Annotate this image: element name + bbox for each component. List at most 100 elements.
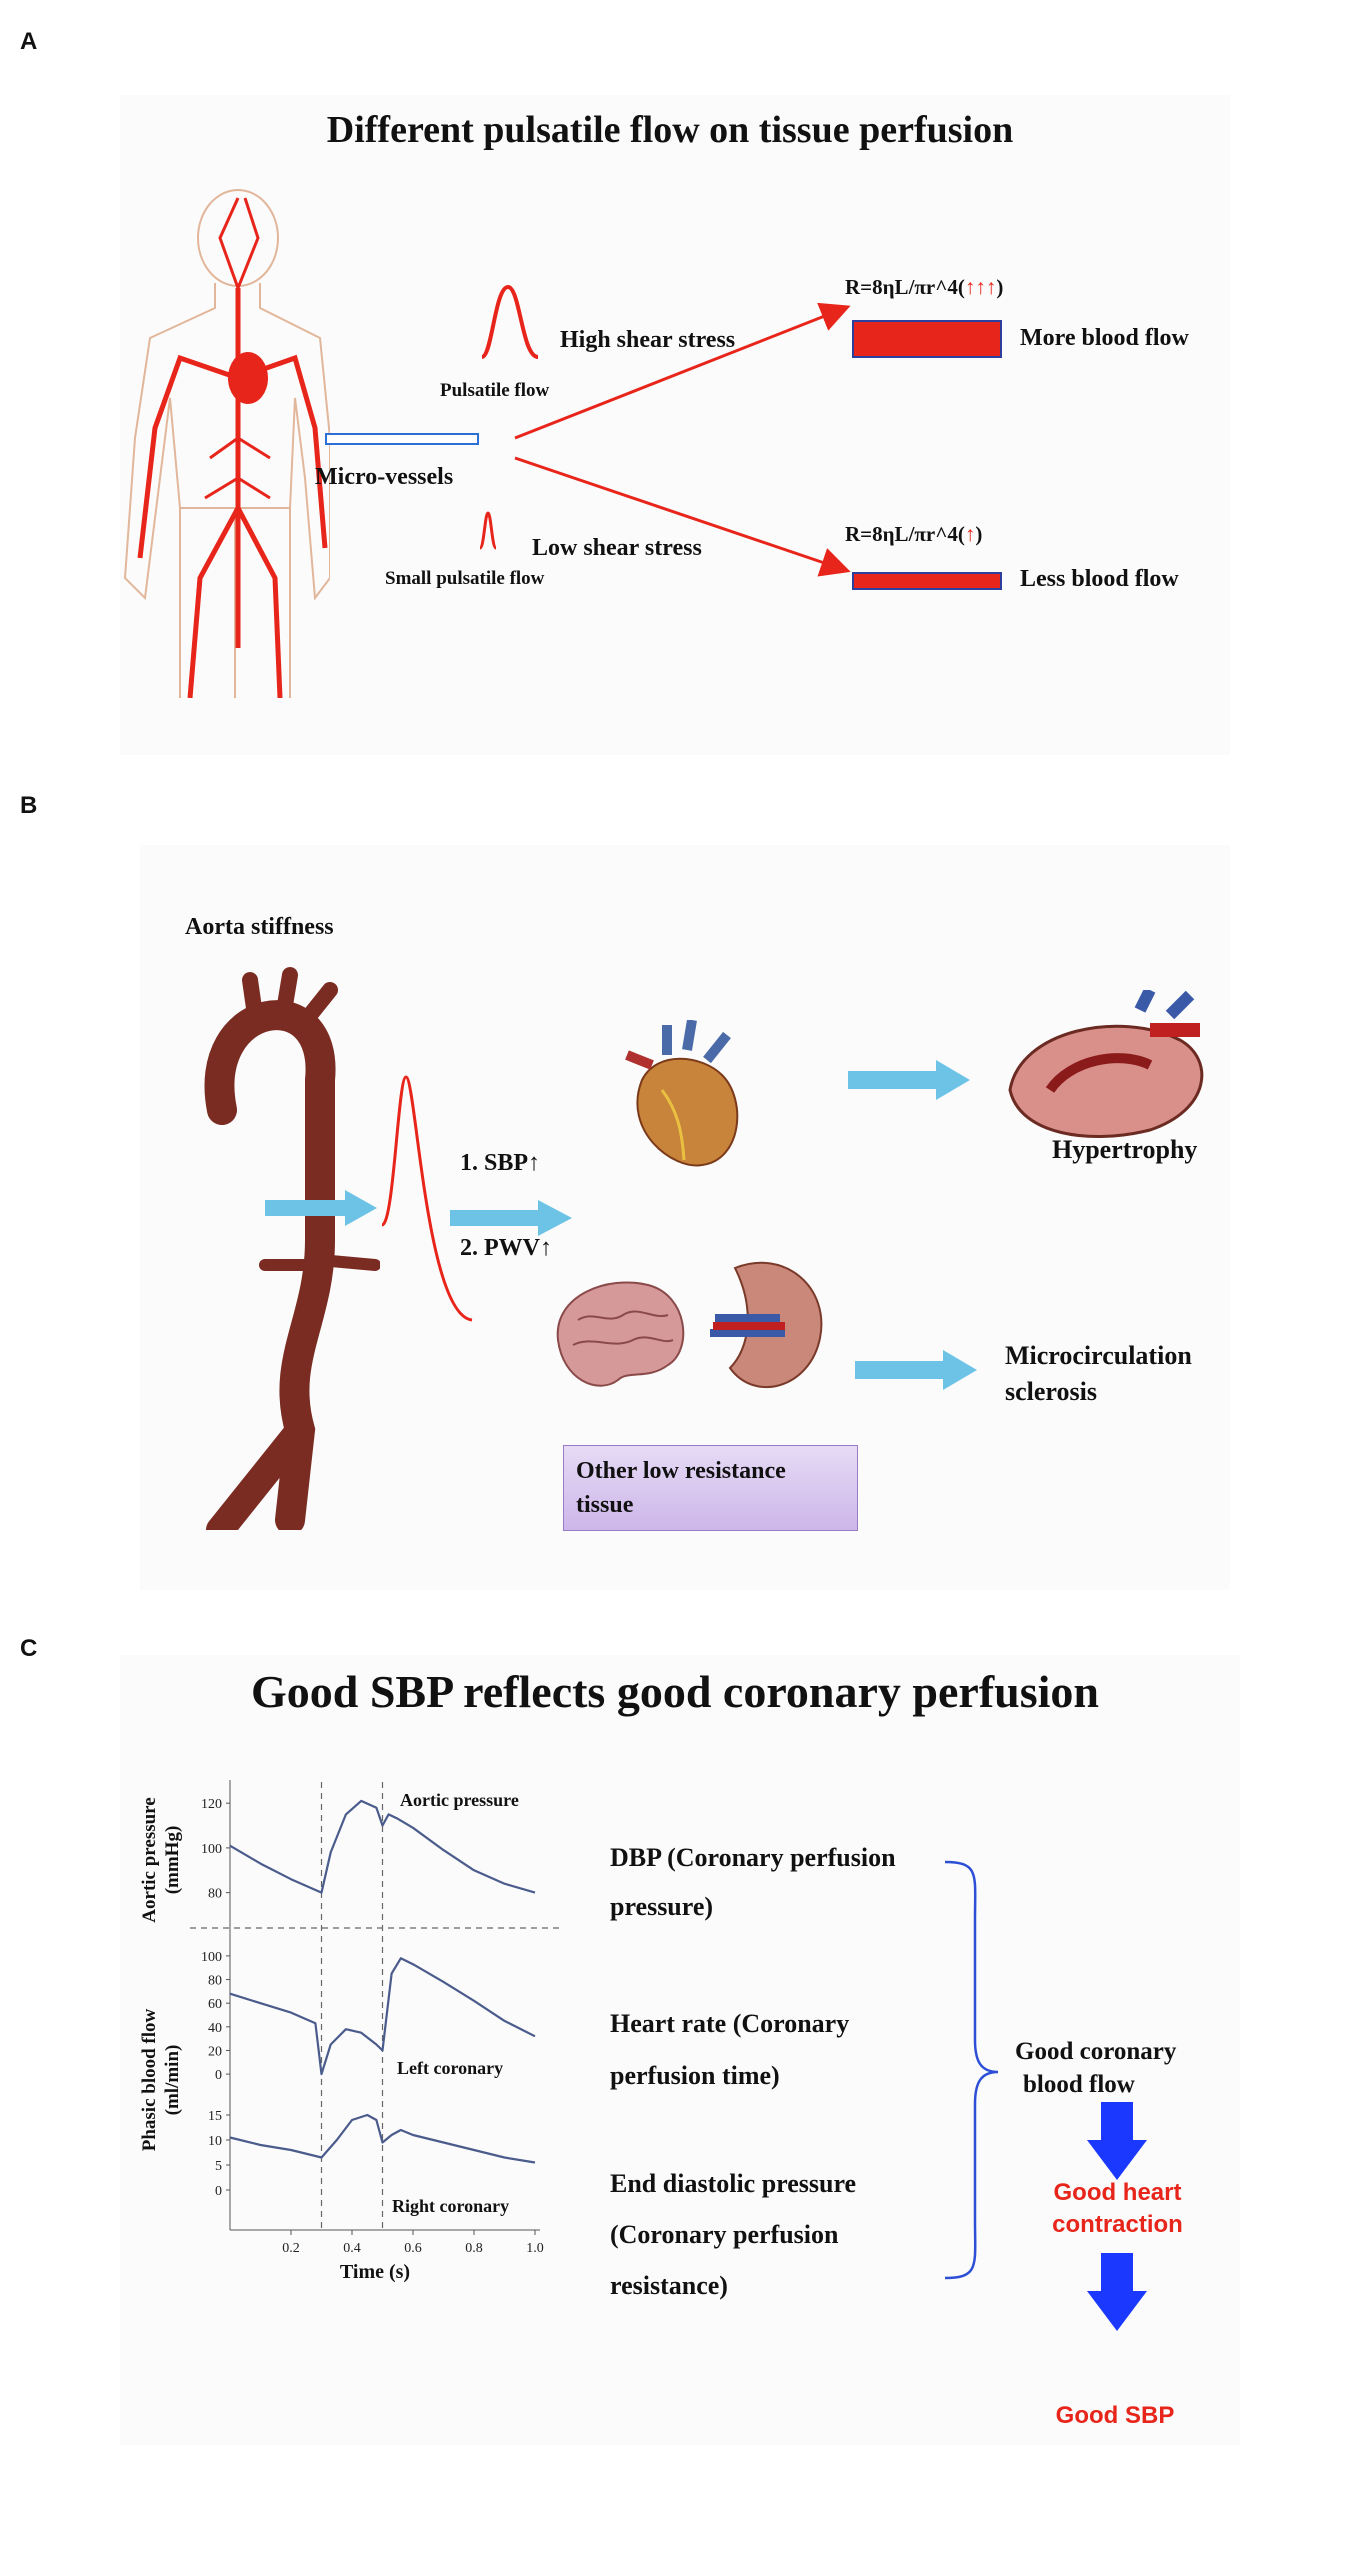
arrow-pulse-to-organs (450, 1200, 572, 1236)
heart-rate-text: Heart rate (Coronary perfusion time) (610, 1998, 849, 2102)
phasic-y-label-line-2: (ml/min) (162, 2045, 183, 2116)
aorta-stiffness-label: Aorta stiffness (185, 914, 334, 940)
left-y-tick: 100 (201, 1950, 222, 1965)
heart-shape (228, 352, 268, 404)
phasic-y-label-line-1: Phasic blood flow (139, 2008, 160, 2151)
high-shear-label: High shear stress (560, 327, 736, 353)
aortic-y-tick: 80 (208, 1887, 222, 1902)
microcirculation-line-2: sclerosis (1005, 1377, 1097, 1406)
sbp-label: 1. SBP↑ (460, 1150, 541, 1176)
left-y-tick: 20 (208, 2044, 222, 2059)
edp-line-3: resistance) (610, 2271, 728, 2300)
dbp-line-2: pressure) (610, 1892, 714, 1921)
panel-a-letter: A (20, 28, 38, 55)
good-coronary-flow-text: Good coronary blood flow (1015, 2035, 1176, 2101)
aortic-y-tick: 100 (201, 1842, 222, 1857)
x-axis-title: Time (s) (340, 2261, 410, 2283)
formula-low-arrows: ↑ (964, 522, 976, 546)
pulsatile-flow-label: Pulsatile flow (440, 380, 550, 401)
vessel-wide-bar (852, 320, 1002, 358)
formula-high-suffix: ) (996, 275, 1004, 299)
heart-illustration (625, 1020, 739, 1167)
x-tick-label: 0.6 (404, 2241, 422, 2256)
edp-line-2: (Coronary perfusion (610, 2220, 839, 2249)
left-y-tick: 40 (208, 2021, 222, 2036)
arrow-aorta-to-pulse (265, 1190, 377, 1226)
right-y-tick: 5 (215, 2159, 222, 2174)
pwv-label: 2. PWV↑ (460, 1235, 552, 1261)
edp-line-1: End diastolic pressure (610, 2169, 857, 2198)
low-shear-label: Low shear stress (532, 535, 702, 561)
heart-rate-line-1: Heart rate (Coronary (610, 2009, 850, 2038)
less-blood-flow-label: Less blood flow (1020, 566, 1179, 592)
dbp-line-1: DBP (Coronary perfusion (610, 1843, 896, 1872)
panel-b-letter: B (20, 792, 38, 819)
good-flow-line-2: blood flow (1023, 2071, 1135, 2098)
formula-low: R=8ηL/πr^4(↑) (845, 522, 982, 547)
pulse-wave-high-icon (480, 284, 539, 359)
other-tissue-box: Other low resistance tissue (563, 1445, 858, 1531)
left-y-tick: 80 (208, 1974, 222, 1989)
panel-a-title: Different pulsatile flow on tissue perfu… (326, 109, 1014, 151)
left-coronary-series-label: Left coronary (397, 2058, 503, 2078)
aorta-illustration (204, 967, 380, 1530)
good-sbp-text: Good SBP (1055, 2402, 1175, 2429)
arrow-to-more-flow (514, 302, 851, 440)
series-line-aortic-pressure (229, 1799, 536, 1894)
x-tick-label: 0.4 (343, 2241, 361, 2256)
micro-vessel-bar (325, 433, 479, 445)
x-tick-label: 1.0 (526, 2241, 544, 2256)
arrow-heart-to-hypertrophy (848, 1060, 970, 1100)
heart-rate-line-2: perfusion time) (610, 2061, 780, 2090)
arrow-to-less-flow (514, 456, 851, 577)
stiff-pulse-wave-icon (380, 1075, 473, 1322)
arrow-organs-to-microcirculation (855, 1350, 977, 1390)
edp-text: End diastolic pressure (Coronary perfusi… (610, 2158, 856, 2311)
good-contraction-text: Good heart contraction (1035, 2177, 1200, 2241)
right-y-tick: 10 (208, 2134, 222, 2149)
other-tissue-line-1: Other low resistance (576, 1458, 786, 1484)
aortic-y-label-line-2: (mmHg) (162, 1826, 183, 1895)
aortic-y-label-line-1: Aortic pressure (139, 1797, 160, 1922)
x-tick-label: 0.8 (465, 2241, 483, 2256)
series-line-left-coronary (229, 1957, 536, 2076)
vessel-narrow-bar (852, 572, 1002, 590)
aortic-y-tick: 120 (201, 1797, 222, 1812)
small-pulsatile-flow-label: Small pulsatile flow (385, 568, 545, 589)
right-y-tick: 15 (208, 2109, 222, 2124)
series-line-right-coronary (229, 2113, 536, 2164)
good-contraction-line-2: contraction (1052, 2211, 1183, 2238)
kidney-illustration (710, 1261, 823, 1389)
formula-low-prefix: R=8ηL/πr^4( (845, 522, 965, 546)
right-coronary-series-label: Right coronary (392, 2196, 509, 2216)
aortic-pressure-series-label: Aortic pressure (400, 1790, 519, 1810)
brain-illustration (556, 1281, 685, 1387)
left-y-tick: 0 (215, 2068, 222, 2083)
good-contraction-line-1: Good heart (1053, 2179, 1182, 2206)
flow-arrows (514, 302, 851, 577)
other-tissue-line-2: tissue (576, 1492, 634, 1518)
formula-high: R=8ηL/πr^4(↑↑↑) (845, 275, 1003, 300)
hypertrophy-heart-illustration (1008, 990, 1204, 1139)
panel-a-background (120, 95, 1230, 755)
arterial-tree (137, 197, 328, 698)
microcirculation-line-1: Microcirculation (1005, 1341, 1192, 1370)
right-y-tick: 0 (215, 2184, 222, 2199)
microcirculation-label: Microcirculation sclerosis (1005, 1338, 1192, 1410)
dbp-text: DBP (Coronary perfusion pressure) (610, 1833, 896, 1931)
formula-high-prefix: R=8ηL/πr^4( (845, 275, 965, 299)
hypertrophy-label: Hypertrophy (1052, 1135, 1198, 1164)
panel-c-background (120, 1655, 1240, 2445)
panel-c-title: Good SBP reflects good coronary perfusio… (250, 1666, 1099, 1717)
good-flow-line-1: Good coronary (1015, 2038, 1177, 2065)
left-y-tick: 60 (208, 1997, 222, 2012)
down-arrow-2-icon (1087, 2253, 1147, 2331)
more-blood-flow-label: More blood flow (1020, 325, 1189, 351)
formula-low-suffix: ) (975, 522, 983, 546)
formula-high-arrows: ↑↑↑ (964, 275, 997, 299)
human-figure (123, 189, 330, 698)
down-arrow-1-icon (1087, 2102, 1147, 2180)
micro-vessels-label: Micro-vessels (315, 464, 454, 490)
grouping-brace (944, 1860, 999, 2280)
